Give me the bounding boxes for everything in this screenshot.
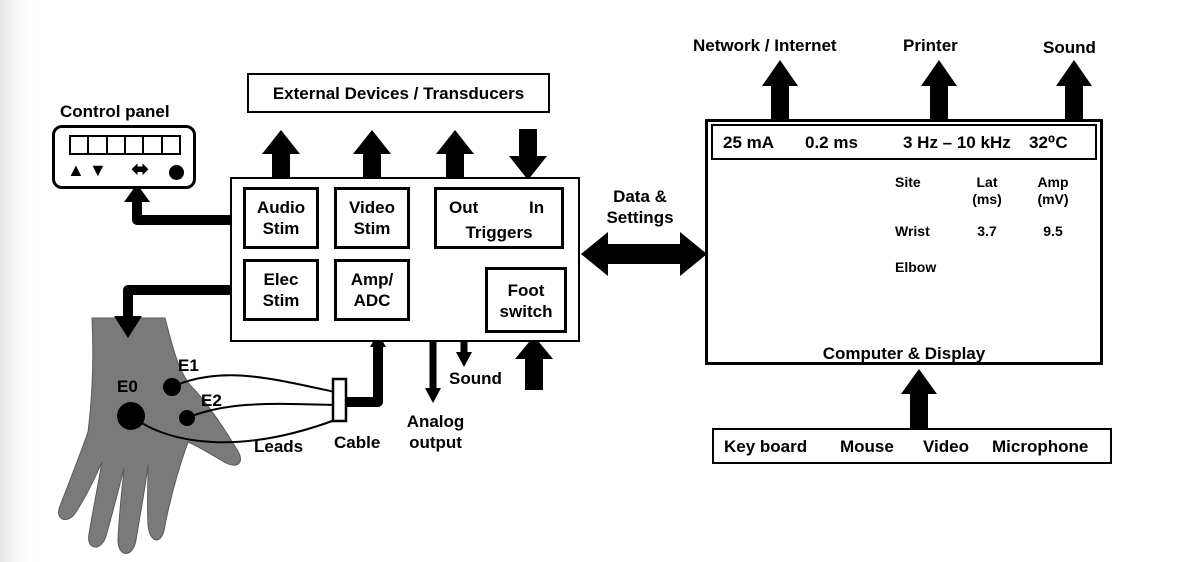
left-right-arrow-icon[interactable]: ⬌ (131, 156, 150, 181)
triggers-out-label: Out (449, 198, 479, 217)
computer-display-caption: Computer & Display (822, 344, 986, 363)
triggers-box[interactable]: Out In Triggers (434, 187, 564, 249)
input-video: Video (923, 437, 969, 456)
table-cell-wrist-lat: 3.7 (977, 223, 997, 239)
computer-display-box (705, 119, 1103, 365)
analog-output-label: Analog output (406, 412, 465, 452)
control-panel-display (69, 135, 181, 155)
dot-button-icon[interactable] (169, 165, 184, 180)
electrode-e1-label: E1 (178, 356, 199, 375)
external-devices-title: External Devices / Transducers (272, 84, 525, 103)
data-settings-arrow (581, 232, 707, 276)
output-sound-label: Sound (1043, 38, 1096, 57)
sound-output-label: Sound (449, 369, 502, 388)
readout-current: 25 mA (723, 133, 775, 152)
data-settings-label: Data & Settings (606, 187, 674, 227)
table-cell-elbow-site: Elbow (895, 259, 937, 275)
hand-illustration (58, 317, 241, 554)
amp-adc-label: Amp/ ADC (350, 270, 394, 310)
electrode-e2-label: E2 (201, 391, 222, 410)
leads-label: Leads (254, 437, 304, 456)
output-arrows (762, 60, 1092, 119)
output-network-label: Network / Internet (693, 36, 837, 55)
readout-filter: 3 Hz – 10 kHz (903, 133, 1011, 152)
readout-temperature: 32⁰C (1029, 133, 1068, 152)
table-header-lat: Lat (ms) (972, 174, 1002, 207)
up-triangle-icon[interactable]: ▲ (67, 160, 85, 180)
amp-adc-box[interactable]: Amp/ ADC (334, 259, 410, 321)
table-cell-wrist-amp: 9.5 (1043, 223, 1063, 239)
output-printer-label: Printer (903, 36, 958, 55)
thick-connectors (123, 200, 383, 407)
foot-switch-box[interactable]: Foot switch (485, 267, 567, 333)
audio-stim-label: Audio Stim (256, 198, 306, 238)
control-panel-title: Control panel (60, 102, 170, 121)
input-keyboard: Key board (724, 437, 808, 456)
cable-connector (331, 377, 348, 423)
readout-bar: 25 mA 0.2 ms 3 Hz – 10 kHz 32⁰C (711, 124, 1097, 160)
input-arrow (901, 369, 937, 429)
block-arrows-up (262, 130, 474, 178)
triggers-label: Triggers (465, 223, 533, 242)
leads-wires (130, 374, 336, 444)
elec-stim-label: Elec Stim (262, 270, 300, 310)
inputs-box: Key board Mouse Video Microphone (712, 428, 1112, 464)
elec-stim-box[interactable]: Elec Stim (243, 259, 319, 321)
table-cell-wrist-site: Wrist (895, 223, 930, 239)
foot-switch-label: Foot switch (499, 281, 553, 321)
left-edge-shade (0, 0, 40, 562)
cable-label: Cable (334, 433, 381, 452)
block-arrow-foot (515, 336, 553, 390)
input-microphone: Microphone (992, 437, 1089, 456)
audio-stim-box[interactable]: Audio Stim (243, 187, 319, 249)
triggers-in-label: In (529, 198, 545, 217)
block-arrow-in (509, 129, 547, 180)
readout-duration: 0.2 ms (805, 133, 858, 152)
down-triangle-icon[interactable]: ▼ (89, 160, 107, 180)
electrode-e0-label: E0 (117, 377, 138, 396)
table-header-amp: Amp (mV) (1037, 174, 1069, 207)
video-stim-box[interactable]: Video Stim (334, 187, 410, 249)
external-devices-box: External Devices / Transducers (247, 73, 550, 113)
control-panel-box[interactable]: ▲ ▼ ⬌ (52, 125, 196, 189)
table-header-site: Site (895, 174, 921, 190)
input-mouse: Mouse (840, 437, 894, 456)
video-stim-label: Video Stim (349, 198, 395, 238)
